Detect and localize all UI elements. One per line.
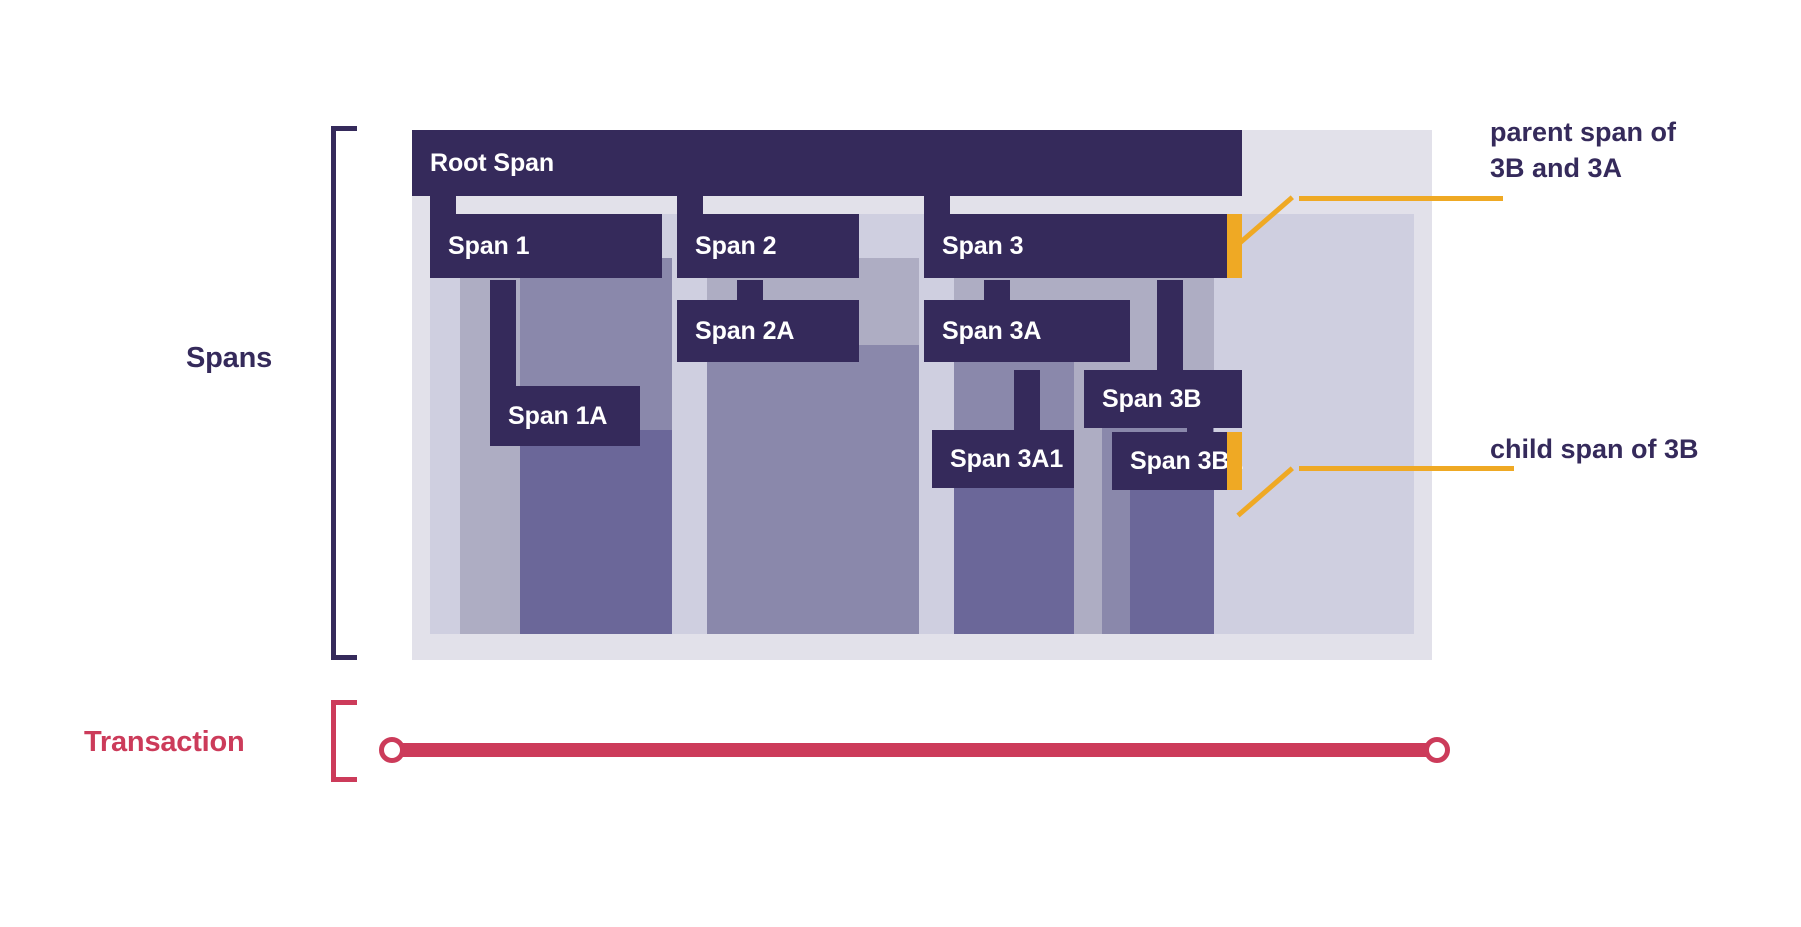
spans-section-label: Spans (186, 342, 273, 374)
span-bar-span-2[interactable]: Span 2 (677, 214, 859, 278)
span-label: Span 3B1 (1130, 446, 1244, 475)
transaction-section-label: Transaction (84, 726, 245, 758)
span-bar-root[interactable]: Root Span (412, 130, 1242, 196)
spans-bracket (331, 126, 357, 660)
span-bar-span-2a[interactable]: Span 2A (677, 300, 859, 362)
span-bar-span-3a1[interactable]: Span 3A1 (932, 430, 1074, 488)
span-label: Root Span (430, 148, 555, 177)
spans-panel: Root Span Span 1 Span 1A Span 2 Span 2A … (412, 130, 1432, 660)
span-label: Span 2A (695, 316, 795, 345)
span3b1-leaf-fill (1130, 475, 1214, 634)
span-bar-span-1a[interactable]: Span 1A (490, 386, 640, 446)
transaction-duration-bar (392, 743, 1437, 757)
span-bar-span-1[interactable]: Span 1 (430, 214, 662, 278)
child-callout-horizontal (1299, 466, 1514, 471)
transaction-start-dot (379, 737, 405, 763)
span-label: Span 3 (942, 231, 1024, 260)
child-callout-marker (1227, 432, 1242, 490)
span-bar-span-3b[interactable]: Span 3B (1084, 370, 1242, 428)
span-label: Span 2 (695, 231, 777, 260)
span-label: Span 3A1 (950, 444, 1064, 473)
span-label: Span 1A (508, 401, 608, 430)
span-bar-span-3[interactable]: Span 3 (924, 214, 1242, 278)
span-label: Span 3B (1102, 384, 1202, 413)
span-label: Span 3A (942, 316, 1042, 345)
transaction-bracket (331, 700, 357, 782)
child-callout-text: child span of 3B (1490, 434, 1699, 464)
span-bar-span-3a[interactable]: Span 3A (924, 300, 1130, 362)
span3a1-leaf-fill (954, 475, 1074, 634)
parent-callout-horizontal (1299, 196, 1503, 201)
span1a-leaf-fill (520, 430, 672, 634)
parent-callout-marker (1227, 214, 1242, 278)
parent-callout-text: parent span of 3B and 3A (1490, 117, 1677, 183)
span2a-body-fill (707, 345, 919, 634)
span-label: Span 1 (448, 231, 530, 260)
transaction-end-dot (1424, 737, 1450, 763)
span-bar-span-3b1[interactable]: Span 3B1 (1112, 432, 1244, 490)
